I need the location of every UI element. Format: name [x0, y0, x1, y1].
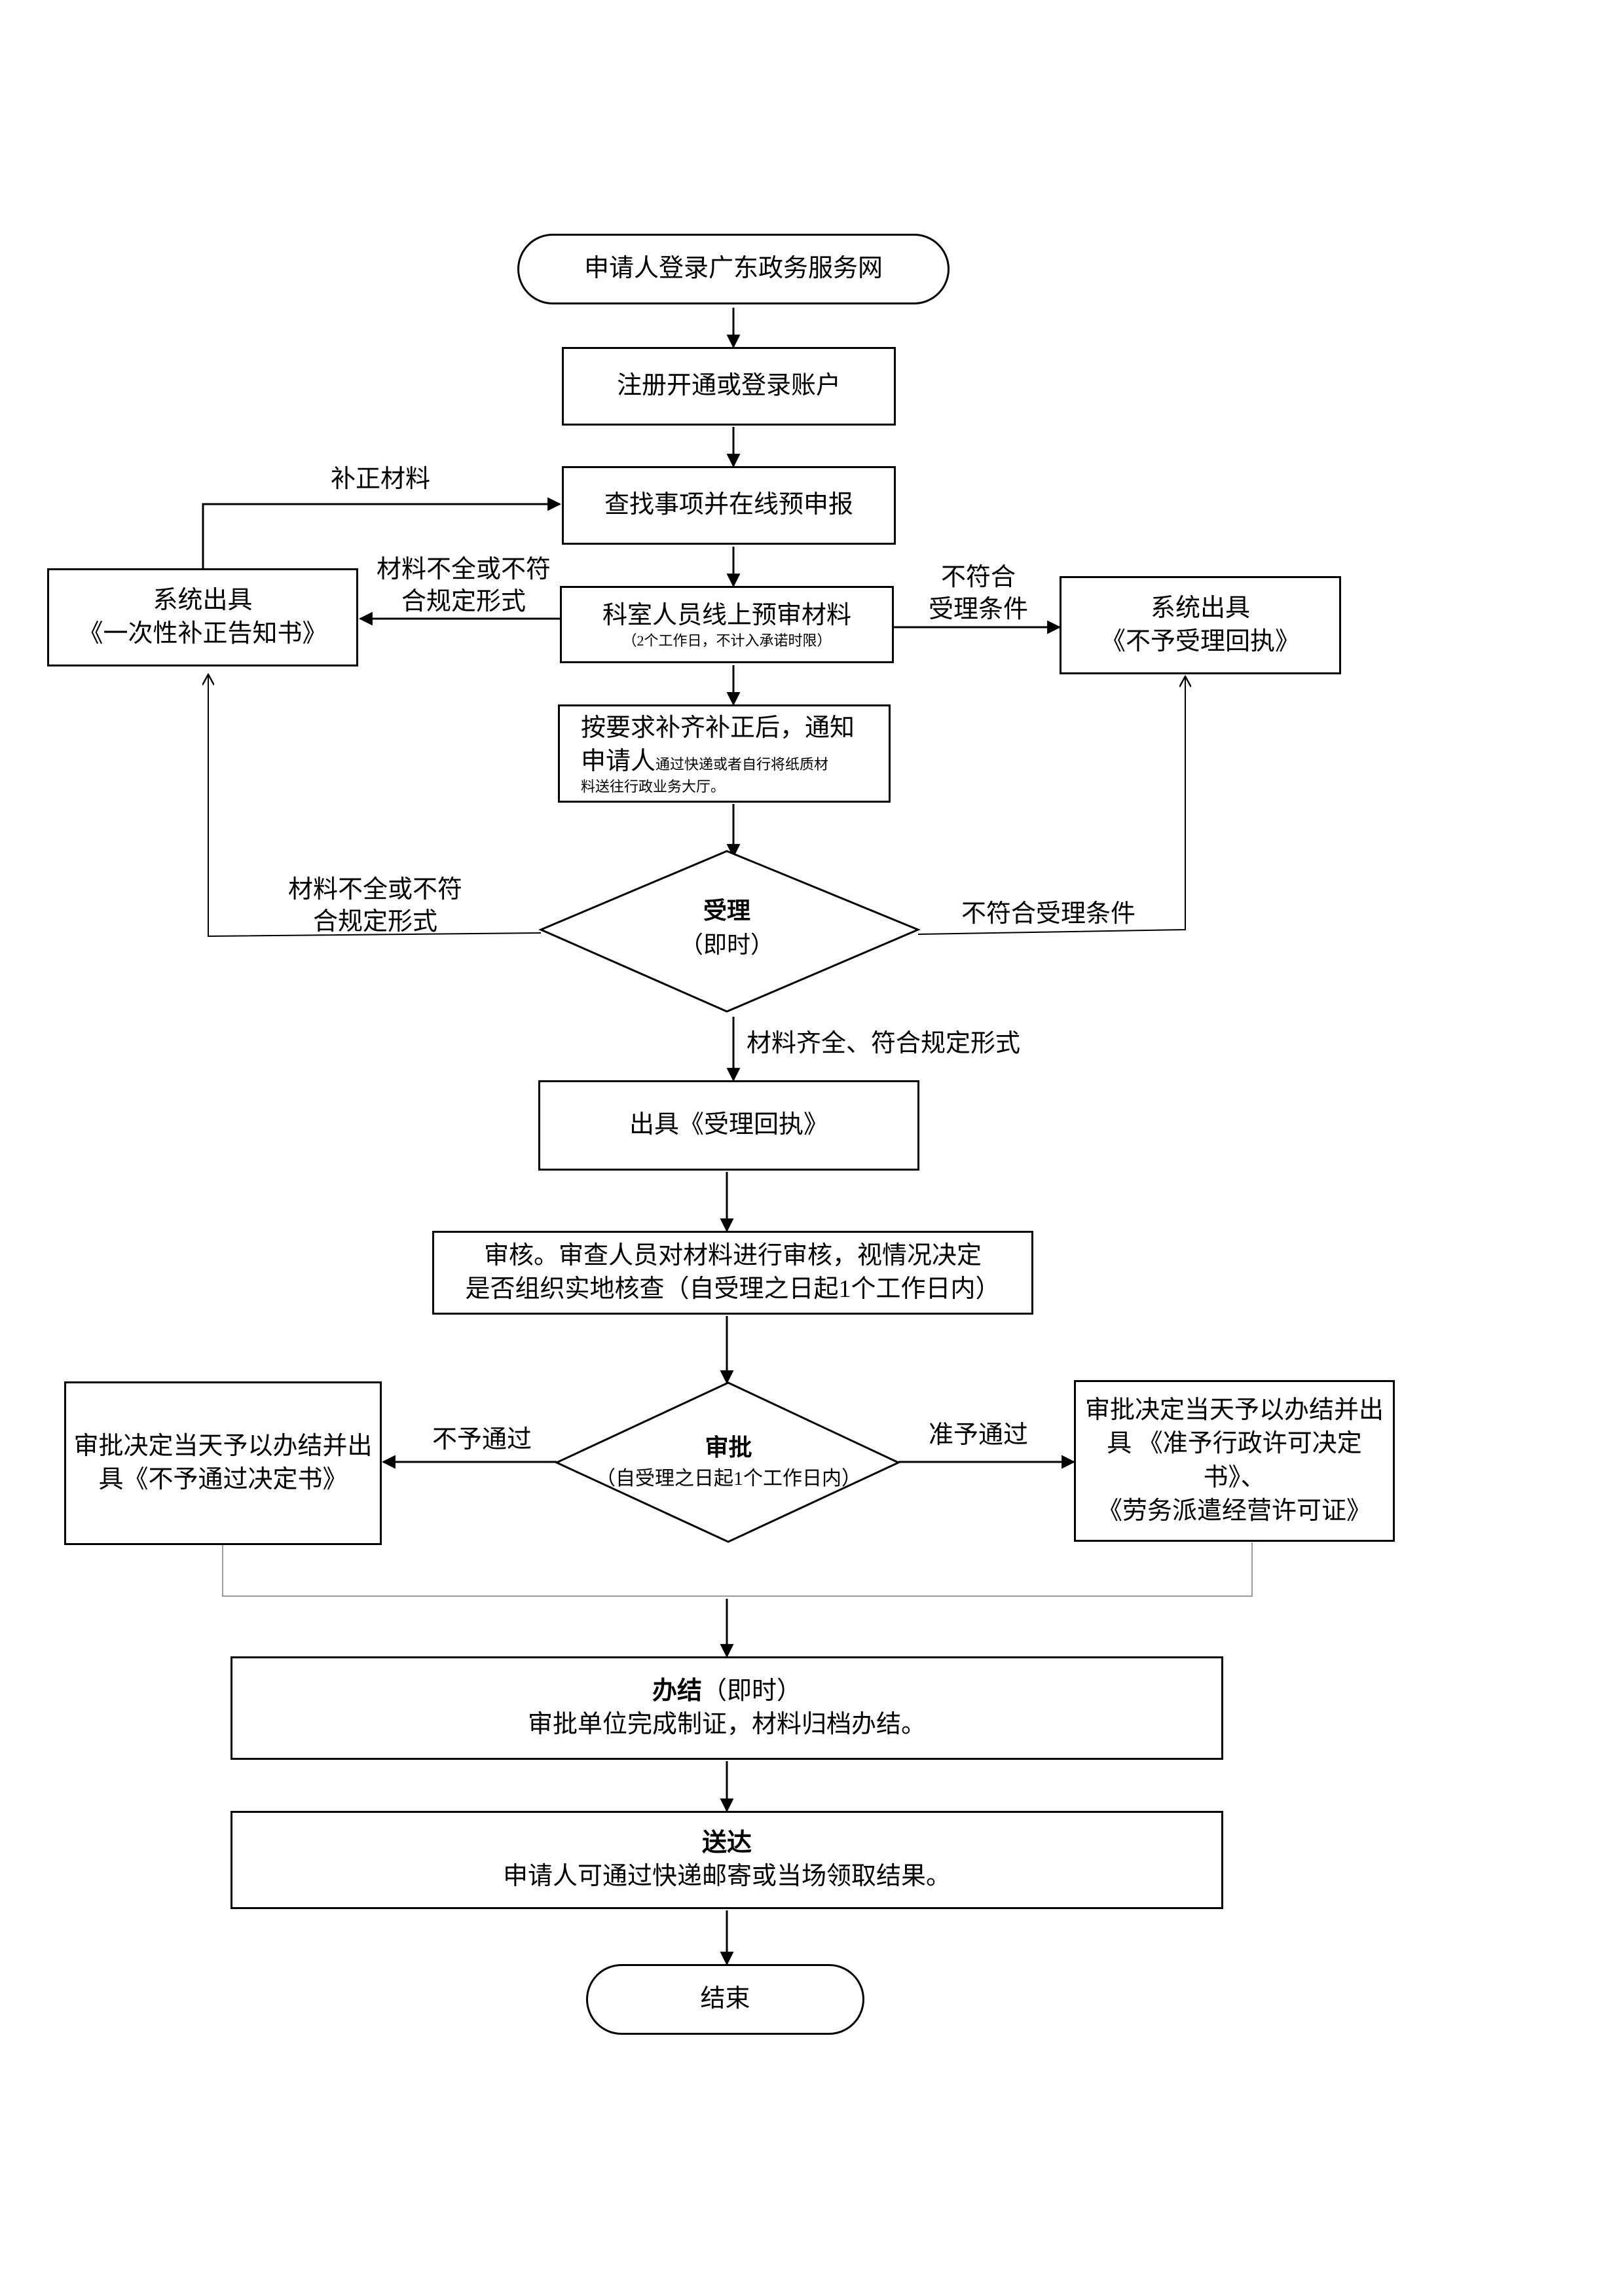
left-notice-node: 系统出具 《一次性补正告知书》 — [47, 568, 358, 666]
accept-decision-diamond — [538, 850, 921, 1013]
precheck-note: （2个工作日，不计入承诺时限） — [622, 632, 832, 649]
right-notice-line1: 系统出具 — [1150, 594, 1250, 622]
supplement-line2-row: 申请人通过快递或者自行将纸质材 — [581, 745, 828, 778]
edge-label-complete-conforming: 材料齐全、符合规定形式 — [747, 1030, 1021, 1057]
accept-sub: （即时） — [679, 932, 774, 958]
complete-title: 办结 — [652, 1677, 702, 1705]
supplement-small-line2: 料送往行政业务大厅。 — [581, 778, 726, 795]
deny-line1: 审批决定当天予以办结并出 — [73, 1432, 373, 1460]
grant-line1: 审批决定当天予以办结并出 — [1084, 1396, 1384, 1424]
supplement-line1: 按要求补齐补正后，通知 — [581, 714, 855, 742]
end-node: 结束 — [586, 1964, 864, 2035]
deny-node: 审批决定当天予以办结并出 具《不予通过决定书》 — [64, 1381, 382, 1545]
precheck-node: 科室人员线上预审材料 （2个工作日，不计入承诺时限） — [560, 586, 894, 663]
approval-sub: （自受理之日起1个工作日内） — [596, 1468, 861, 1490]
edge-label-not-qualified-top-line2: 受理条件 — [929, 596, 1029, 624]
review-line2: 是否组织实地核查（自受理之日起1个工作日内） — [465, 1275, 1001, 1303]
arrow-accept-to-left-notice — [208, 674, 542, 938]
left-notice-line1: 系统出具 — [153, 586, 253, 614]
edge-label-deny: 不予通过 — [432, 1426, 532, 1453]
left-notice-line2: 《一次性补正告知书》 — [78, 620, 327, 647]
grant-line2: 具 《准予行政许可决定书》、 — [1107, 1430, 1362, 1491]
edge-label-not-qualified-top: 不符合 受理条件 — [929, 562, 1028, 627]
complete-text: 审批单位完成制证，材料归档办结。 — [527, 1711, 926, 1738]
arrow-accept-to-right-notice — [917, 676, 1185, 935]
end-label: 结束 — [700, 1985, 750, 2013]
merge-line — [222, 1542, 1253, 1597]
deny-line2: 具《不予通过决定书》 — [98, 1466, 348, 1493]
edge-label-grant: 准予通过 — [929, 1421, 1029, 1449]
supplement-line2: 申请人 — [581, 747, 656, 775]
edge-label-supplement-materials: 补正材料 — [331, 465, 431, 493]
review-line1: 审核。审查人员对材料进行审核，视情况决定 — [483, 1241, 982, 1269]
edge-label-incomplete-top-line2: 合规定形式 — [401, 588, 526, 616]
edge-label-not-qualified-top-line1: 不符合 — [941, 564, 1016, 591]
approval-decision-diamond — [554, 1381, 901, 1543]
register-node: 注册开通或登录账户 — [562, 347, 896, 426]
right-notice-line2: 《不予受理回执》 — [1100, 628, 1300, 655]
register-label: 注册开通或登录账户 — [616, 372, 841, 400]
edge-label-incomplete-top: 材料不全或不符 合规定形式 — [377, 554, 551, 619]
accept-title: 受理 — [703, 898, 750, 924]
edge-label-not-qualified-mid: 不符合受理条件 — [961, 900, 1136, 928]
edge-label-incomplete-mid-line2: 合规定形式 — [313, 908, 438, 936]
accept-text: 受理 （即时） — [648, 894, 805, 962]
review-node: 审核。审查人员对材料进行审核，视情况决定 是否组织实地核查（自受理之日起1个工作… — [432, 1231, 1033, 1315]
grant-node: 审批决定当天予以办结并出 具 《准予行政许可决定书》、 《劳务派遣经营许可证》 — [1074, 1380, 1395, 1542]
receipt-node: 出具《受理回执》 — [538, 1080, 919, 1171]
edge-label-incomplete-top-line1: 材料不全或不符 — [377, 556, 551, 583]
supplement-small-line1: 通过快递或者自行将纸质材 — [655, 756, 829, 773]
right-notice-node: 系统出具 《不予受理回执》 — [1060, 576, 1341, 674]
receipt-label: 出具《受理回执》 — [629, 1111, 828, 1139]
precheck-label: 科室人员线上预审材料 — [602, 602, 851, 630]
deliver-title: 送达 — [701, 1829, 752, 1857]
complete-node: 办结（即时） 审批单位完成制证，材料归档办结。 — [231, 1656, 1223, 1760]
approval-title: 审批 — [705, 1434, 752, 1461]
search-label: 查找事项并在线预申报 — [604, 491, 853, 519]
deliver-node: 送达 申请人可通过快递邮寄或当场领取结果。 — [231, 1811, 1223, 1909]
edge-label-incomplete-mid: 材料不全或不符 合规定形式 — [288, 874, 462, 939]
start-node: 申请人登录广东政务服务网 — [517, 234, 950, 304]
deliver-text: 申请人可通过快递邮寄或当场领取结果。 — [502, 1863, 951, 1890]
edge-label-incomplete-mid-line1: 材料不全或不符 — [288, 876, 463, 903]
search-node: 查找事项并在线预申报 — [562, 466, 896, 545]
start-label: 申请人登录广东政务服务网 — [583, 255, 883, 283]
supplement-node: 按要求补齐补正后，通知 申请人通过快递或者自行将纸质材 料送往行政业务大厅。 — [558, 704, 891, 803]
complete-title-sub: （即时） — [702, 1677, 802, 1705]
complete-title-row: 办结（即时） — [652, 1675, 802, 1708]
approval-text: 审批 （自受理之日起1个工作日内） — [576, 1430, 881, 1493]
grant-line3: 《劳务派遣经营许可证》 — [1097, 1497, 1371, 1525]
arrow-left-notice-to-search — [202, 497, 562, 568]
